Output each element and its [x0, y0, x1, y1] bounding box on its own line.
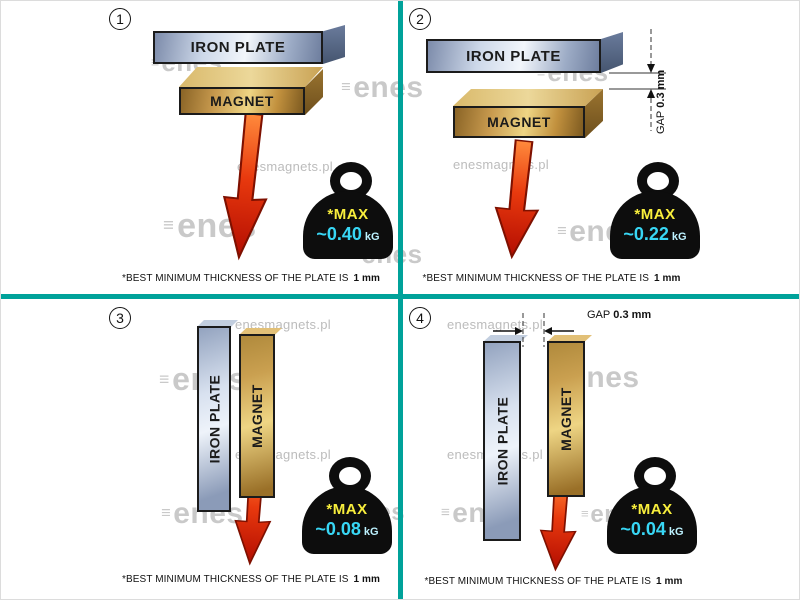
weight-body: *MAX ~0.22 kG	[610, 191, 700, 259]
divider-vertical	[398, 1, 403, 599]
pull-force-arrow	[222, 112, 268, 261]
panel-4-caption: *BEST MINIMUM THICKNESS OF THE PLATE IS …	[401, 576, 706, 587]
weight-value: ~0.22	[623, 223, 669, 244]
magnet: MAGNET	[453, 106, 585, 138]
iron-plate-side-face	[601, 32, 623, 73]
gap-dimension-lines	[609, 29, 666, 131]
iron-plate-top-face	[483, 335, 528, 342]
panel-2-caption: *BEST MINIMUM THICKNESS OF THE PLATE IS …	[399, 273, 704, 284]
magnet: MAGNET	[547, 341, 585, 497]
magnet: MAGNET	[179, 87, 305, 115]
iron-plate-label: IRON PLATE	[206, 374, 222, 464]
panel-4-number: 4	[409, 307, 431, 329]
caption-bold: 1 mm	[655, 576, 683, 587]
weight-value: ~0.08	[315, 518, 361, 539]
iron-plate: IRON PLATE	[197, 326, 231, 512]
magnet-label: MAGNET	[487, 114, 551, 130]
divider-horizontal	[1, 294, 799, 299]
weight-value-row: ~0.04 kG	[620, 519, 683, 540]
caption-bold: 1 mm	[653, 273, 681, 284]
caption-text: *BEST MINIMUM THICKNESS OF THE PLATE IS	[424, 576, 652, 587]
weight-body: *MAX ~0.40 kG	[303, 191, 393, 259]
weight-max-label: *MAX	[631, 500, 673, 518]
magnet-top-face	[239, 328, 282, 335]
panel-3-number: 3	[109, 307, 131, 329]
iron-plate: IRON PLATE	[153, 31, 323, 64]
iron-plate-side-face	[323, 25, 345, 64]
weight-max-label: *MAX	[634, 205, 676, 223]
panel-1-caption: *BEST MINIMUM THICKNESS OF THE PLATE IS …	[96, 273, 406, 284]
weight-value-row: ~0.40 kG	[316, 224, 379, 245]
panel-2-number: 2	[409, 8, 431, 30]
weight-value-row: ~0.22 kG	[623, 224, 686, 245]
weight-unit: kG	[671, 230, 687, 243]
weight-value: ~0.40	[316, 223, 362, 244]
weight-max-label: *MAX	[326, 500, 368, 518]
iron-plate-label: IRON PLATE	[190, 39, 286, 56]
enes-logo-watermark: enes	[341, 73, 424, 103]
caption-bold: 1 mm	[353, 574, 380, 585]
weight-max-label: *MAX	[327, 205, 369, 223]
iron-plate: IRON PLATE	[426, 39, 601, 73]
site-watermark: enesmagnets.pl	[447, 317, 543, 332]
site-watermark: enesmagnets.pl	[237, 159, 333, 174]
gap-value: 0.3 mm	[613, 309, 652, 321]
weight-body: *MAX ~0.04 kG	[607, 486, 697, 554]
magnet-label: MAGNET	[249, 384, 266, 448]
caption-text: *BEST MINIMUM THICKNESS OF THE PLATE IS	[422, 273, 650, 284]
weight-unit: kG	[668, 525, 684, 538]
weight-unit: kG	[364, 230, 380, 243]
pull-force-arrow	[494, 139, 540, 260]
gap-word: GAP	[587, 309, 611, 321]
magnet-top-face	[547, 335, 592, 342]
caption-bold: 1 mm	[353, 273, 380, 284]
gap-value: 0.3 mm	[655, 69, 667, 108]
iron-plate-label: IRON PLATE	[466, 47, 561, 65]
magnet: MAGNET	[239, 334, 275, 498]
weight-value: ~0.04	[620, 518, 666, 539]
gap-label: GAP 0.3 mm	[655, 70, 667, 134]
iron-plate: IRON PLATE	[483, 341, 521, 541]
weight-body: *MAX ~0.08 kG	[302, 486, 392, 554]
panel-1-number: 1	[109, 8, 131, 30]
magnet-top-face	[179, 67, 323, 87]
weight-unit: kG	[363, 525, 379, 538]
caption-text: *BEST MINIMUM THICKNESS OF THE PLATE IS	[122, 273, 349, 284]
panel-3-caption: *BEST MINIMUM THICKNESS OF THE PLATE IS …	[96, 574, 406, 585]
gap-label: GAP 0.3 mm	[587, 309, 651, 321]
weight-value-row: ~0.08 kG	[315, 519, 378, 540]
iron-plate-label: IRON PLATE	[494, 396, 510, 486]
iron-plate-top-face	[197, 320, 238, 327]
magnet-label: MAGNET	[210, 93, 274, 109]
gap-dimension-lines	[493, 313, 574, 347]
magnet-label: MAGNET	[558, 387, 575, 451]
gap-word: GAP	[655, 110, 667, 134]
magnet-top-face	[453, 89, 603, 106]
caption-text: *BEST MINIMUM THICKNESS OF THE PLATE IS	[122, 574, 349, 585]
